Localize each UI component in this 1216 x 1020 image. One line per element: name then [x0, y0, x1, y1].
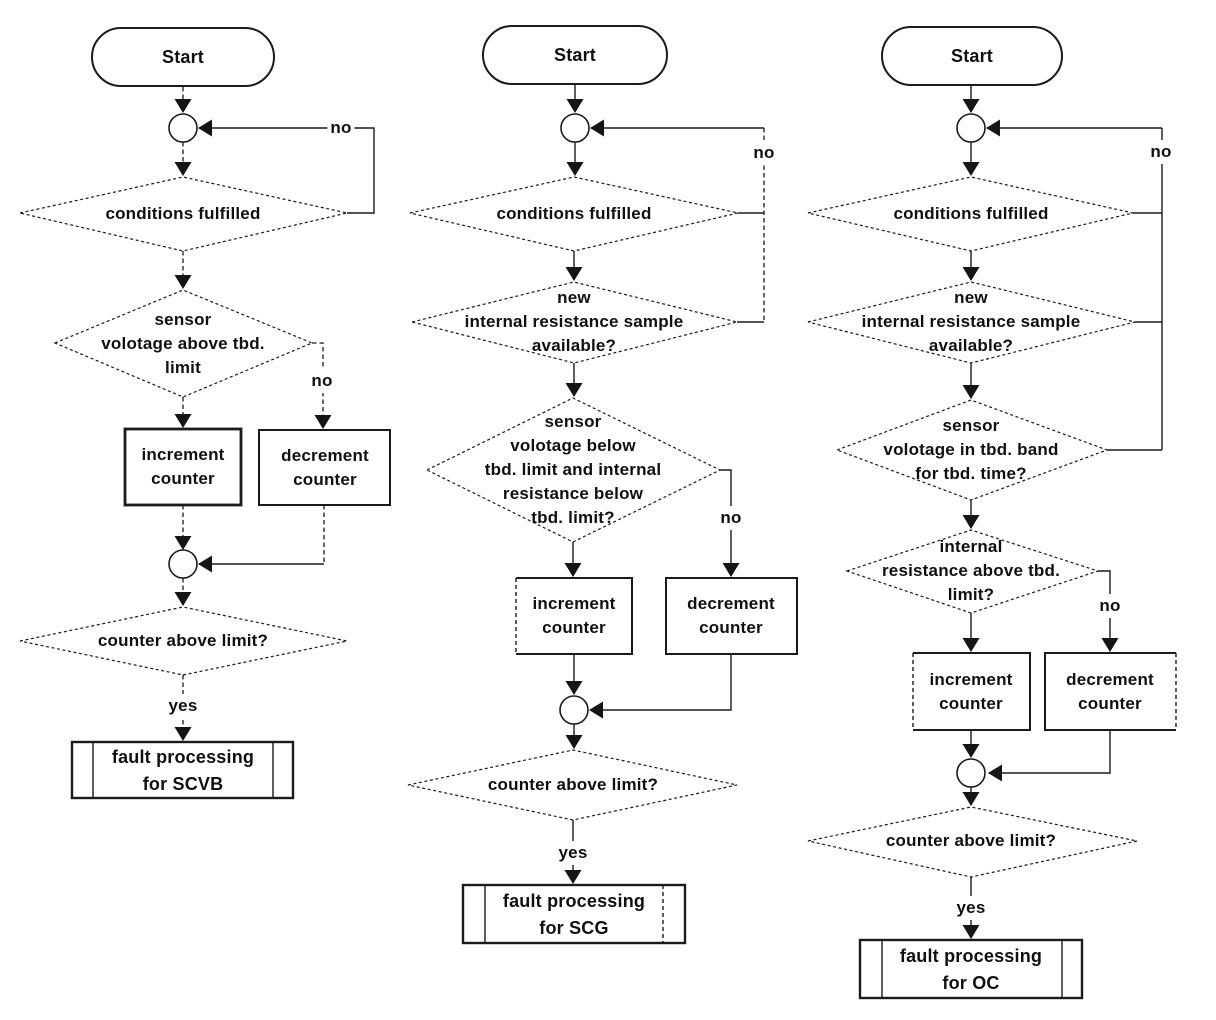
decision-counter	[407, 749, 738, 821]
no-loop-label: no	[327, 116, 355, 140]
conditions-label: conditions fulfilled	[105, 204, 261, 223]
process-increment	[516, 577, 633, 655]
start-label: Start	[553, 45, 597, 65]
no-branch-label: no	[717, 506, 745, 530]
decrement-label: decrement counter	[281, 446, 369, 489]
decision-conditions	[409, 176, 739, 252]
junction-circle	[168, 113, 198, 143]
increment-label: increment counter	[929, 670, 1013, 713]
increment-label: increment counter	[141, 445, 225, 488]
counter-decision-label: counter above limit?	[97, 631, 269, 650]
decision-counter	[19, 606, 348, 676]
no-branch-label: no	[308, 369, 336, 393]
junction-circle	[559, 695, 589, 725]
process-decrement	[258, 429, 391, 506]
start-terminator	[881, 26, 1063, 86]
edge-decrement-to-junction	[589, 654, 732, 719]
predefined-fault-process	[461, 883, 687, 945]
decision-sensor-voltage	[425, 397, 722, 543]
process-increment	[123, 427, 243, 507]
decrement-label: decrement counter	[687, 594, 775, 637]
start-label: Start	[161, 47, 205, 67]
process-decrement	[1044, 652, 1176, 731]
predefined-fault-process	[70, 740, 295, 800]
edge-decrement-to-junction	[988, 730, 1111, 782]
yes-label: yes	[953, 896, 989, 920]
junction-circle	[168, 549, 198, 579]
predefined-fault-process	[858, 938, 1084, 1000]
decision-internal-resistance	[845, 529, 1100, 614]
flowchart-oc	[807, 26, 1177, 1000]
process-decrement	[665, 577, 798, 655]
sample-decision-label: new internal resistance sample available…	[861, 288, 1081, 355]
sample-decision-label: new internal resistance sample available…	[464, 288, 684, 355]
flowchart-scg	[407, 25, 798, 945]
decrement-label: decrement counter	[1066, 670, 1154, 713]
start-terminator	[91, 27, 275, 87]
fault-process-label: fault processing for SCVB	[111, 747, 255, 794]
decision-sensor-voltage	[53, 289, 314, 398]
counter-decision-label: counter above limit?	[487, 775, 659, 794]
no-branch-label: no	[1096, 594, 1124, 618]
yes-label: yes	[555, 841, 591, 865]
fault-process-label: fault processing for SCG	[502, 891, 646, 938]
decision-conditions	[19, 176, 348, 252]
junction-circle	[560, 113, 590, 143]
no-loop-label: no	[750, 141, 778, 165]
edge-no-loop	[198, 119, 375, 214]
decision-counter	[807, 806, 1138, 878]
conditions-label: conditions fulfilled	[496, 204, 652, 223]
decision-new-sample	[411, 281, 738, 364]
counter-decision-label: counter above limit?	[885, 831, 1057, 850]
conditions-label: conditions fulfilled	[893, 204, 1049, 223]
sensor-decision-label: sensor volotage below tbd. limit and int…	[484, 412, 662, 527]
start-terminator	[482, 25, 668, 85]
junction-circle	[956, 113, 986, 143]
decision-new-sample	[807, 281, 1136, 364]
fault-process-label: fault processing for OC	[899, 946, 1043, 993]
start-label: Start	[950, 46, 994, 66]
junction-circle	[956, 758, 986, 788]
band-decision-label: sensor volotage in tbd. band for tbd. ti…	[883, 416, 1059, 483]
decision-sensor-band	[835, 399, 1109, 501]
flowchart-scvb	[19, 27, 391, 800]
internal-decision-label: internal resistance above tbd. limit?	[881, 537, 1061, 604]
sensor-decision-label: sensor volotage above tbd. limit	[101, 310, 265, 377]
process-increment	[913, 652, 1031, 731]
edge-no-to-decrement	[312, 342, 332, 429]
edge-no-to-decrement	[720, 469, 740, 577]
increment-label: increment counter	[532, 594, 616, 637]
yes-label: yes	[165, 694, 201, 718]
no-loop-label: no	[1147, 140, 1175, 164]
decision-conditions	[807, 176, 1134, 252]
edge-no-to-decrement	[1098, 570, 1119, 652]
